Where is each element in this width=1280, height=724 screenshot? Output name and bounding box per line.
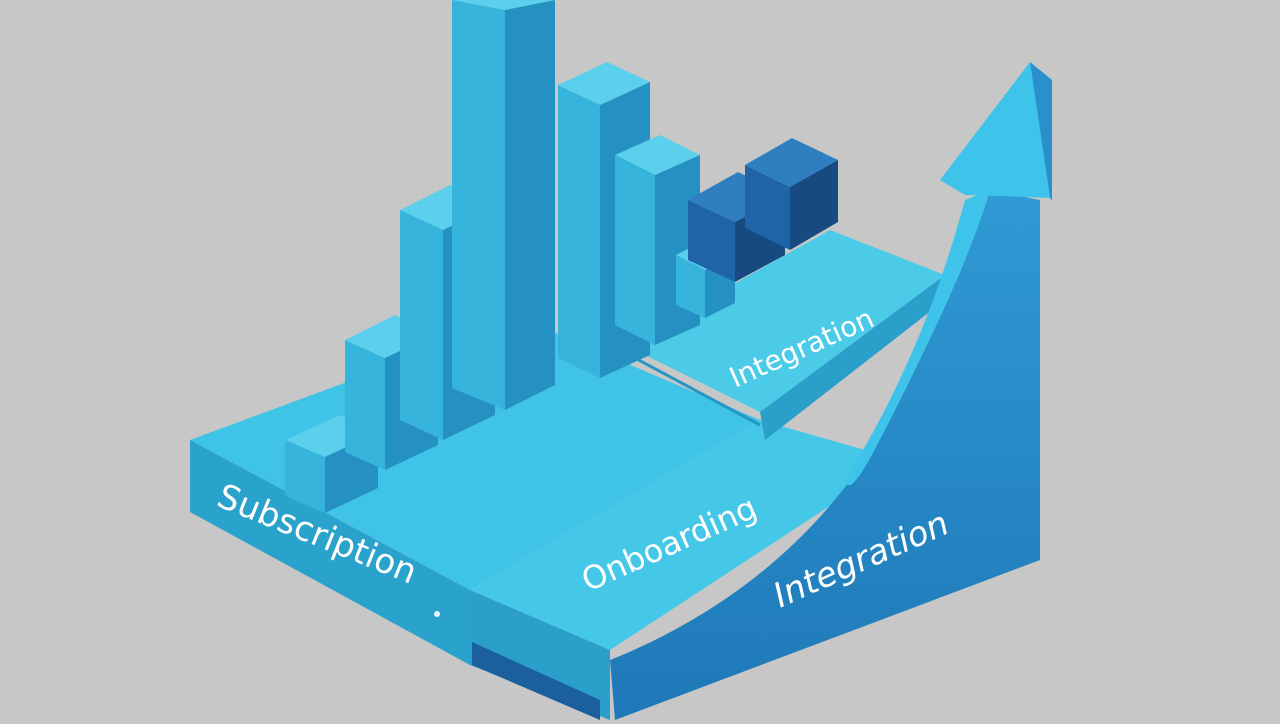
dark-block-group bbox=[688, 138, 838, 282]
platform-base bbox=[190, 230, 945, 720]
growth-arrow-icon bbox=[610, 62, 1052, 720]
platform-main-top bbox=[190, 318, 760, 590]
dark-block-2 bbox=[745, 138, 838, 250]
platform-onboarding-front bbox=[470, 590, 610, 720]
arrow-head bbox=[940, 62, 1050, 198]
bar-group bbox=[285, 0, 735, 513]
platform-integration-top bbox=[625, 230, 945, 412]
arrow-head-side bbox=[1030, 62, 1052, 200]
platform-main-front bbox=[190, 440, 470, 665]
bar-6 bbox=[615, 135, 700, 345]
arrow-edge bbox=[845, 190, 990, 486]
platform-integration-front bbox=[760, 275, 945, 440]
platform-onboarding-top bbox=[470, 420, 900, 650]
arrow-body bbox=[610, 190, 1040, 720]
platform-drawer bbox=[472, 642, 600, 720]
bar-4 bbox=[452, 0, 555, 410]
platform-dot bbox=[434, 611, 440, 617]
